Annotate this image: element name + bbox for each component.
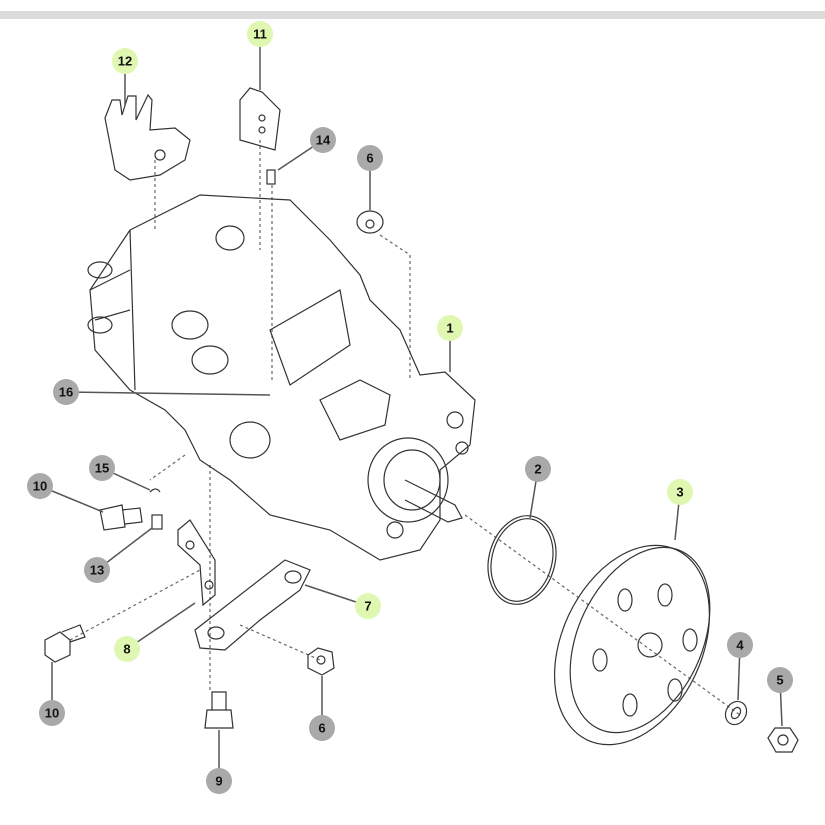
callouts: 12 11 14 6 1 16 2 15 10 3 13 7 8 10 6 9 4 5 (27, 21, 793, 794)
callout-label: 16 (59, 385, 73, 400)
part-washer-4 (724, 700, 748, 726)
callout-bubble (525, 456, 551, 482)
callout-label: 10 (45, 706, 59, 721)
assembly-lines (69, 140, 741, 716)
part-bracket-8 (177, 519, 216, 607)
callout-10[interactable]: 10 (39, 662, 65, 726)
callout-label: 12 (118, 54, 132, 69)
part-nut-6-lower (307, 647, 335, 676)
callout-leader-line (65, 391, 271, 396)
part-bolt-10-lower (44, 624, 86, 663)
part-plate-11 (239, 87, 281, 151)
callout-14[interactable]: 14 (277, 127, 336, 171)
callout-label: 4 (736, 638, 744, 653)
callout-12[interactable]: 12 (112, 48, 138, 105)
callout-7[interactable]: 7 (304, 584, 381, 619)
top-divider-bar (0, 11, 825, 19)
callout-bubble (310, 127, 336, 153)
callout-2[interactable]: 2 (525, 456, 551, 519)
callout-11[interactable]: 11 (247, 21, 273, 90)
callout-bubble (355, 593, 381, 619)
callout-label: 15 (95, 461, 109, 476)
callout-bubble (727, 632, 753, 658)
callout-bubble (27, 473, 53, 499)
callout-bubble (247, 21, 273, 47)
callout-bubble (309, 715, 335, 741)
part-bracket-12 (104, 93, 191, 181)
part-pulley-3 (553, 544, 711, 746)
callout-label: 2 (534, 462, 541, 477)
callout-leader-line (126, 602, 196, 650)
callout-label: 9 (215, 774, 222, 789)
callout-bubble (112, 48, 138, 74)
part-clip-15 (149, 488, 161, 493)
callout-label: 14 (316, 133, 331, 148)
callout-label: 6 (318, 721, 325, 736)
part-nut-5 (767, 727, 799, 753)
callout-bubble (437, 315, 463, 341)
part-bolt-10-upper (99, 504, 143, 531)
callout-bubble (206, 768, 232, 794)
callout-10[interactable]: 10 (27, 473, 104, 513)
callout-6[interactable]: 6 (357, 145, 383, 210)
callout-label: 1 (446, 321, 453, 336)
callout-6[interactable]: 6 (309, 676, 335, 741)
callout-label: 8 (123, 642, 130, 657)
part-injection-pump-1 (87, 194, 476, 561)
callout-5[interactable]: 5 (767, 667, 793, 727)
callout-1[interactable]: 1 (437, 315, 463, 372)
callout-8[interactable]: 8 (114, 602, 196, 662)
callout-bubble (667, 479, 693, 505)
callout-bubble (84, 557, 110, 583)
part-nut-6-top (356, 210, 384, 234)
callout-16[interactable]: 16 (53, 379, 271, 405)
callout-label: 11 (253, 27, 267, 42)
callout-label: 6 (366, 151, 373, 166)
callout-label: 7 (364, 599, 371, 614)
callout-9[interactable]: 9 (206, 730, 232, 794)
callout-label: 10 (33, 479, 47, 494)
callout-bubble (114, 636, 140, 662)
callout-13[interactable]: 13 (84, 527, 153, 583)
part-plug-9 (204, 691, 234, 729)
callout-bubble (357, 145, 383, 171)
part-pin-14 (266, 169, 276, 185)
callout-label: 5 (776, 673, 783, 688)
callout-label: 3 (676, 485, 683, 500)
callout-bubble (767, 667, 793, 693)
callout-label: 13 (90, 563, 104, 578)
part-plate-7 (194, 559, 311, 651)
part-o-ring-2 (487, 515, 557, 605)
callout-4[interactable]: 4 (727, 632, 753, 701)
callout-bubble (89, 455, 115, 481)
part-fitting-13 (151, 514, 163, 530)
callout-3[interactable]: 3 (667, 479, 693, 541)
callout-bubble (39, 700, 65, 726)
callout-bubble (53, 379, 79, 405)
callout-15[interactable]: 15 (89, 455, 151, 491)
